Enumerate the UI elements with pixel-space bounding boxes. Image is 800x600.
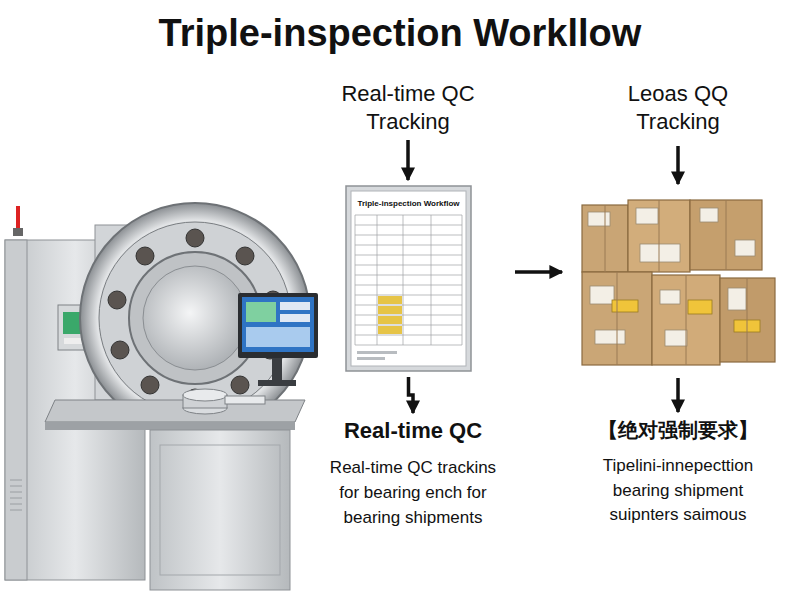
step-heading: Leoas QQ Tracking: [593, 80, 763, 135]
step-heading: Real-time QC Tracking: [323, 80, 493, 135]
flow-connector: [409, 377, 414, 413]
flow-arrow: [515, 146, 678, 412]
node-heading: Triple-inspection Workflow: [353, 199, 464, 209]
step-description: 【绝对强制要求】 Tipelini-innepecttion bearing sh…: [588, 418, 768, 528]
qc-sheet: Triple-inspection Workflow: [345, 185, 472, 372]
diagram-title: Triple-inspection Workllow: [0, 12, 800, 55]
node-body: Tipelini-innepecttion bearing shipment s…: [588, 454, 768, 528]
inspection-machine: [5, 203, 318, 590]
flow-connector: [406, 140, 410, 180]
step-description: Real-time QC Real-time QC trackins for be…: [323, 418, 503, 530]
sheet-outline: [345, 185, 472, 372]
shipment-boxes: [582, 200, 775, 365]
node-heading: Real-time QC Tracking: [323, 80, 493, 135]
node-heading: Leoas QQ Tracking: [593, 80, 763, 135]
node-body: Real-time QC trackins for bearing ench f…: [323, 456, 503, 530]
node-heading: Real-time QC: [323, 418, 503, 444]
node-heading: 【绝对强制要求】: [588, 418, 768, 442]
